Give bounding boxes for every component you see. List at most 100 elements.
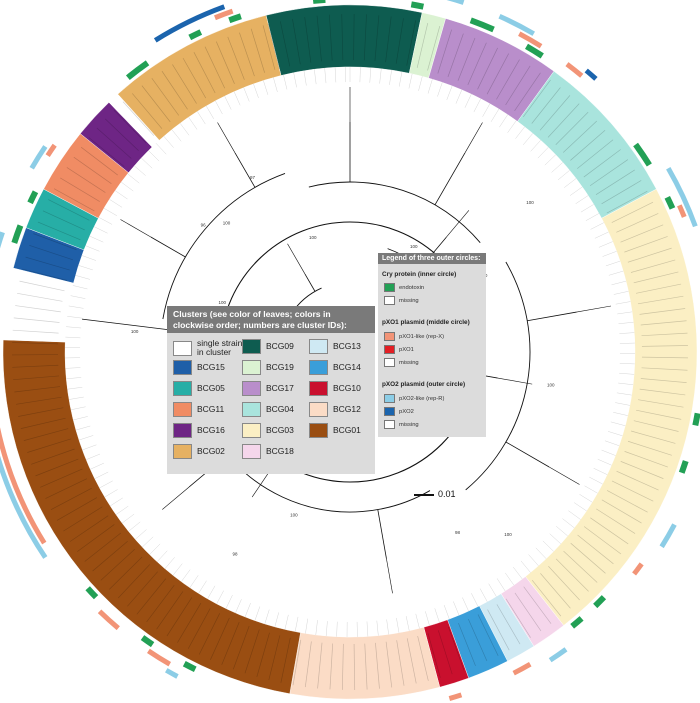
legend-pxo2-like-label: pXO2-like (rep-R) [399,395,445,402]
leaf-label-mark [539,95,571,131]
legend-endotoxin: endotoxin [384,283,424,292]
leaf-guide-line [580,204,594,213]
terminal-branch [120,219,151,238]
cry-protein-mark [525,43,544,59]
leaf-guide-line [437,82,443,97]
leaf-guide-line [544,154,556,166]
leaf-guide-line [427,79,433,94]
legend-pxo1-missing: missing [384,358,419,367]
leaf-label-mark [244,629,260,674]
leaf-guide-line [408,73,413,89]
cluster-legend-item: BCG17 [242,381,294,396]
leaf-guide-line [197,111,206,125]
pxo2-mark [153,4,226,43]
leaf-guide-line [66,326,82,329]
leaf-label-mark [250,28,265,73]
leaf-guide-line [537,147,549,159]
leaf-label-mark [19,280,65,292]
leaf-label-mark [60,177,100,202]
leaf-label-mark [15,305,61,313]
leaf-guide-line [243,87,250,102]
leaf-guide-line [584,485,598,494]
leaf-label-mark [16,396,62,405]
leaf-guide-line [98,217,113,225]
leaf-label-ring [12,14,688,690]
terminal-branch [386,558,393,594]
leaf-label-mark [215,41,235,84]
support-value: 100 [309,235,317,240]
leaf-guide-line [615,402,630,406]
pxo1-mark [518,31,543,49]
leaf-label-mark [487,609,510,651]
leaf-guide-line [324,68,327,84]
legend-pxo1-like-label: pXO1-like (rep-X) [399,333,445,340]
leaf-label-mark [375,642,380,689]
leaf-guide-line [244,602,251,618]
leaf-label-mark [25,256,70,271]
leaf-guide-line [103,207,118,216]
leaf-guide-line [68,396,84,400]
leaf-guide-line [198,580,207,594]
cluster-legend-item: BCG10 [309,381,361,396]
leaf-guide-line [171,129,182,142]
cry-section-title: Cry protein (inner circle) [382,271,457,278]
leaf-label-mark [620,224,664,243]
leaf-guide-line [66,377,82,380]
cluster-label: BCG14 [333,362,361,372]
leaf-guide-line [455,89,463,104]
leaf-label-mark [210,617,230,660]
leaf-guide-line [549,533,561,544]
legend-pxo2-missing-label: missing [399,421,419,428]
leaf-label-mark [627,247,672,263]
leaf-guide-line [225,594,233,609]
pxo2-mark [584,68,598,81]
leaf-guide-line [334,67,337,83]
cry-protein-mark [125,60,150,80]
leaf-label-mark [505,598,531,638]
cluster-ring [2,4,698,700]
leaf-guide-line [294,616,299,632]
leaf-label-mark [635,283,682,294]
leaf-guide-line [593,468,608,475]
leaf-label-mark [577,534,614,565]
leaf-label-mark [616,213,659,233]
branch-spoke [505,441,550,468]
leaf-label-mark [374,15,380,62]
leaf-label-mark [563,550,598,583]
leaf-label-mark [193,52,216,94]
leaf-label-mark [458,622,476,666]
cluster-label: BCG18 [266,446,294,456]
cluster-label: BCG03 [266,425,294,435]
legend-pxo2-swatch [384,407,395,416]
leaf-label-mark [146,584,175,623]
leaf-label-mark [496,604,521,645]
cluster-label: BCG16 [197,425,225,435]
leaf-guide-line [65,336,81,339]
terminal-branch [217,122,236,153]
leaf-label-mark [341,14,344,61]
leaf-guide-line [598,241,613,248]
leaf-label-mark [364,643,368,690]
cry-protein-mark [11,224,24,244]
leaf-guide-line [434,608,440,623]
clusters-legend: Clusters (see color of leaves; colors in… [167,306,375,474]
leaf-label-mark [73,156,112,184]
legend-pxo1-missing-label: missing [399,359,419,366]
leaf-label-mark [611,480,654,502]
terminal-branch [287,243,306,275]
leaf-guide-line [70,406,86,411]
leaf-label-mark [14,386,61,393]
leaf-guide-line [90,462,105,470]
leaf-guide-line [619,372,635,375]
leaf-guide-line [597,459,612,466]
pxo1-mark [512,662,532,676]
support-value: 100 [290,512,298,517]
cluster-legend-item: BCG19 [242,360,294,375]
leaf-guide-line [369,67,372,83]
leaf-label-mark [100,549,135,581]
leaf-guide-line [515,126,525,139]
cry-protein-mark [182,661,197,672]
leaf-guide-line [156,550,168,562]
leaf-guide-line [366,621,369,637]
